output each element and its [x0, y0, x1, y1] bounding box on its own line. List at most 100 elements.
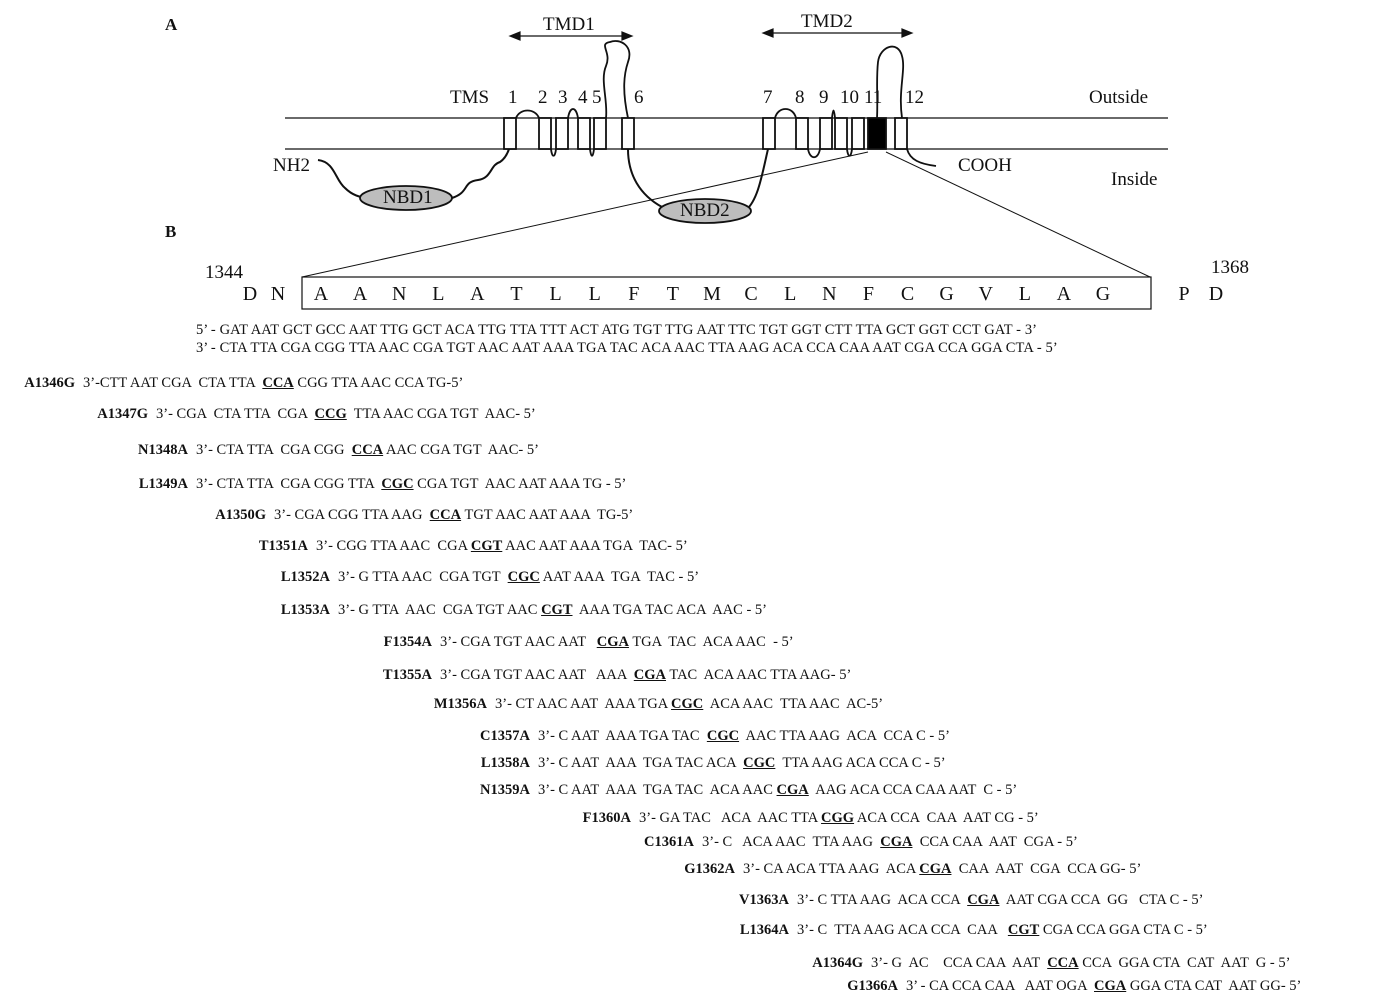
primer-suffix: AAC CGA TGT AAC- 5’	[383, 442, 539, 458]
mutated-codon: CCA	[1047, 955, 1079, 971]
mutation-name: L1352A	[280, 569, 330, 585]
mutated-codon: CGT	[470, 538, 503, 554]
primer-prefix: 3’- CGA CGG TTA AAG	[274, 507, 430, 523]
boxed-residue: T	[666, 283, 679, 305]
primer-sequence: 3’- C AAT AAA TGA TAC ACA AAC CGA AAG AC…	[538, 782, 1017, 799]
primer-suffix: CAA AAT CGA CCA GG- 5’	[951, 861, 1142, 877]
primer-suffix: AAG ACA CCA CAA AAT C - 5’	[808, 782, 1018, 798]
primer-prefix: 3’- G TTA AAC CGA TGT	[338, 569, 508, 585]
boxed-residue: N	[391, 283, 407, 305]
boxed-residue: L	[432, 283, 445, 305]
tmd2-arrow	[761, 28, 914, 38]
primer-suffix: CGA CCA GGA CTA C - 5’	[1039, 922, 1208, 938]
mutation-name: L1353A	[280, 602, 330, 618]
primer-suffix: TAC ACA AAC TTA AAG- 5’	[666, 667, 852, 683]
tms-number-4: 4	[578, 87, 588, 108]
mutation-name: T1355A	[382, 667, 432, 683]
primer-prefix: 3’-CTT AAT CGA CTA TTA	[83, 375, 263, 391]
mutation-name: L1349A	[138, 476, 188, 492]
mutated-codon: CGT	[541, 602, 573, 618]
tmd2-label: TMD2	[801, 11, 853, 32]
boxed-residue: A	[313, 283, 329, 305]
primer-suffix: TTA AAG ACA CCA C - 5’	[775, 755, 946, 771]
dna-strand-5to3: 5’ - GAT AAT GCT GCC AAT TTG GCT ACA TTG…	[196, 322, 1038, 338]
primer-suffix: TGA TAC ACA AAC - 5’	[628, 634, 794, 650]
tms-number-5: 5	[592, 87, 602, 108]
primer-prefix: 3’- C AAT AAA TGA TAC ACA AAC	[538, 782, 777, 798]
mutated-codon: CCA	[262, 375, 294, 391]
mutated-codon: CGA	[1094, 978, 1127, 994]
primer-sequence: 3’- C TTA AAG ACA CCA CAA CGT CGA CCA GG…	[797, 922, 1208, 939]
primer-prefix: 3’- CT AAC AAT AAA TGA	[495, 696, 672, 712]
mutation-name: A1347G	[97, 406, 148, 422]
primer-suffix: AAT AAA TGA TAC - 5’	[539, 569, 700, 585]
primer-suffix: ACA CCA CAA AAT CG - 5’	[854, 810, 1039, 826]
primer-sequence: 3’- C ACA AAC TTA AAG CGA CCA CAA AAT CG…	[702, 834, 1078, 851]
primer-suffix: AAC AAT AAA TGA TAC- 5’	[502, 538, 688, 554]
primer-sequence: 3’- CTA TTA CGA CGG CCA AAC CGA TGT AAC-…	[196, 442, 539, 459]
primer-prefix: 3’- CGA TGT AAC AAT AAA	[440, 667, 634, 683]
flank-residue: D	[242, 283, 258, 305]
mutation-name: M1356A	[433, 696, 487, 712]
mutation-name: V1363A	[739, 892, 789, 908]
boxed-residue: V	[978, 283, 993, 305]
tmd1-arrow	[508, 31, 634, 41]
tmd1-helices	[503, 117, 635, 150]
mutation-name: C1357A	[480, 728, 530, 744]
tms-number-10: 10	[840, 87, 859, 108]
primer-sequence: 3’-CTT AAT CGA CTA TTA CCA CGG TTA AAC C…	[83, 375, 463, 392]
tms-number-12: 12	[905, 87, 924, 108]
mutated-codon: CGA	[776, 782, 809, 798]
boxed-residue: A	[1056, 283, 1072, 305]
nbd1-label: NBD1	[383, 187, 433, 208]
mutated-codon: CGA	[596, 634, 629, 650]
zoom-line-left	[301, 151, 869, 278]
primer-suffix: TTA AAC CGA TGT AAC- 5’	[346, 406, 536, 422]
primer-suffix: AAT CGA CCA GG CTA C - 5’	[999, 892, 1204, 908]
boxed-residue: C	[900, 283, 915, 305]
primer-sequence: 3’- CGA CTA TTA CGA CCG TTA AAC CGA TGT …	[156, 406, 536, 423]
primer-prefix: 3’- CA ACA TTA AAG ACA	[743, 861, 920, 877]
primer-prefix: 3’- CGA TGT AAC AAT	[440, 634, 597, 650]
primer-sequence: 3’- G TTA AAC CGA TGT AAC CGT AAA TGA TA…	[338, 602, 767, 619]
mutation-name: A1364G	[812, 955, 863, 971]
boxed-residue: N	[822, 283, 837, 305]
primer-suffix: GGA CTA CAT AAT GG- 5’	[1126, 978, 1302, 994]
boxed-residue: F	[862, 283, 874, 305]
boxed-residue: A	[470, 283, 485, 305]
primer-prefix: 3’ - CA CCA CAA AAT OGA	[906, 978, 1094, 994]
boxed-residue: G	[1095, 283, 1111, 305]
mutated-codon: CGA	[633, 667, 667, 683]
tms-number-3: 3	[558, 87, 568, 108]
primer-prefix: 3’- C AAT AAA TGA TAC	[538, 728, 707, 744]
primer-prefix: 3’- CGG TTA AAC CGA	[316, 538, 471, 554]
primer-suffix: CCA CAA AAT CGA - 5’	[912, 834, 1078, 850]
boxed-residue: C	[744, 283, 758, 305]
primer-suffix: ACA AAC TTA AAC AC-5’	[703, 696, 884, 712]
mutation-name: F1360A	[582, 810, 631, 826]
tms11-sequence-box	[301, 276, 1152, 310]
nbd1-domain	[359, 185, 453, 211]
boxed-residue: L	[1018, 283, 1031, 305]
primer-sequence: 3’- C TTA AAG ACA CCA CGA AAT CGA CCA GG…	[797, 892, 1203, 909]
primer-sequence: 3’- C AAT AAA TGA TAC ACA CGC TTA AAG AC…	[538, 755, 946, 772]
boxed-residue: L	[784, 283, 797, 305]
primer-prefix: 3’- CTA TTA CGA CGG	[196, 442, 352, 458]
boxed-residue: L	[588, 283, 601, 305]
primer-prefix: 3’- C TTA AAG ACA CCA	[797, 892, 968, 908]
boxed-residue: L	[549, 283, 562, 305]
mutated-codon: CGC	[706, 728, 740, 744]
mutated-codon: CGC	[507, 569, 540, 585]
tms-number-11: 11	[864, 87, 883, 108]
mutated-codon: CGA	[919, 861, 952, 877]
mutated-codon: CCG	[314, 406, 347, 422]
primer-prefix: 3’- C AAT AAA TGA TAC ACA	[538, 755, 744, 771]
tmd1-loops	[515, 40, 631, 157]
panel-a-label: A	[165, 15, 178, 34]
mutation-name: F1354A	[383, 634, 432, 650]
mutation-name: T1351A	[258, 538, 308, 554]
mutated-codon: CGC	[381, 476, 414, 492]
primer-suffix: AAC TTA AAG ACA CCA C - 5’	[739, 728, 950, 744]
tms-number-7: 7	[763, 87, 773, 108]
